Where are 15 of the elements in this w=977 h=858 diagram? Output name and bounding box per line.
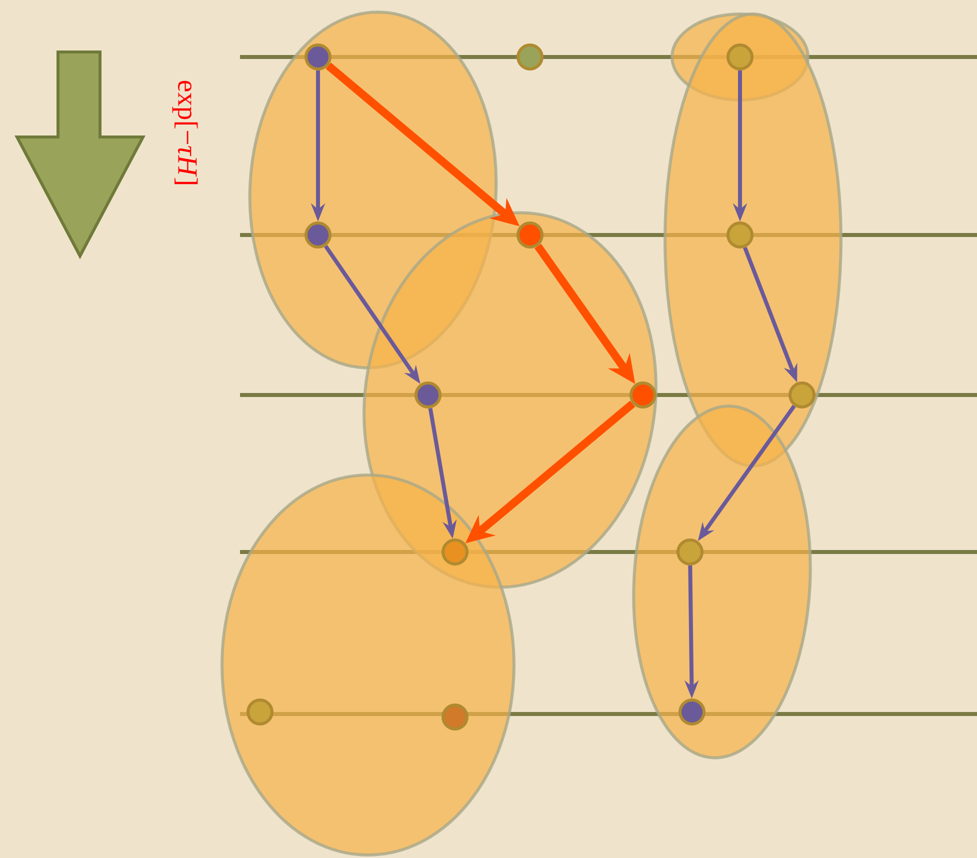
dot [442,704,468,730]
dot [726,222,754,248]
dot [516,222,544,248]
dot [304,44,332,70]
dot [676,538,704,566]
dot [630,382,656,408]
formula-label: exp[−τH] [172,80,198,184]
dot [726,44,754,70]
dot [516,44,544,70]
dot [246,698,274,726]
dot [442,538,468,566]
dot [304,222,332,248]
dot [788,382,816,408]
dot [678,698,706,726]
dot [414,382,442,408]
